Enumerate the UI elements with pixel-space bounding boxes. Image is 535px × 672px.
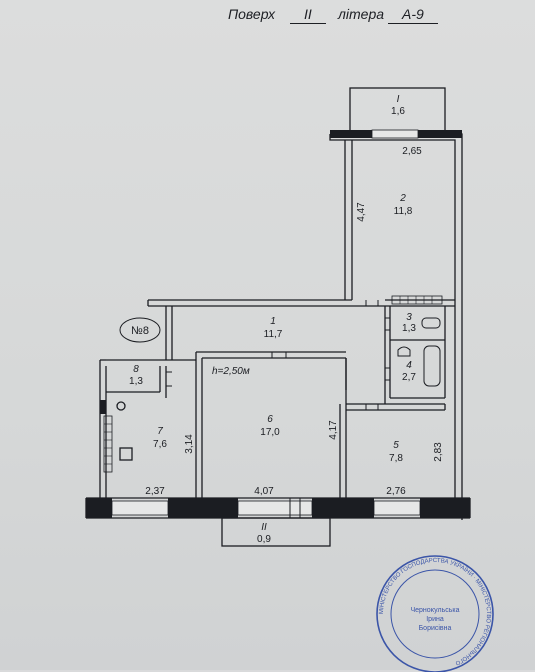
radiator-top xyxy=(391,295,443,305)
dimension-balcony-width: 2,65 xyxy=(402,146,422,157)
dimension-room7-width: 2,37 xyxy=(145,486,165,497)
stamp-line-3: Борисівна xyxy=(419,624,452,632)
floor-value: II xyxy=(290,6,326,24)
official-stamp: МІНІСТЕРСТВО ГОСПОДАРСТВА УКРАЇНИ · МІНІ… xyxy=(376,555,494,672)
room-area-6: 17,0 xyxy=(260,427,280,438)
dimension-room7-length: 3,14 xyxy=(184,434,195,454)
letter-value: А-9 xyxy=(388,6,438,24)
room-number-1: 1 xyxy=(270,316,276,327)
room-area-3: 1,3 xyxy=(402,323,416,334)
room-number-8: 8 xyxy=(133,364,139,375)
letter-label: літера xyxy=(338,6,385,22)
room-number-5: 5 xyxy=(393,440,399,451)
floor-label: Поверх xyxy=(228,6,276,22)
dimension-room5-length: 2,83 xyxy=(433,442,444,462)
dimension-room6-length: 4,17 xyxy=(328,420,339,440)
dimension-room6-width: 4,07 xyxy=(254,486,274,497)
room-number-balcony-ii: II xyxy=(261,522,267,533)
dimension-room2-length: 4,47 xyxy=(356,202,367,222)
room-number-3: 3 xyxy=(406,312,412,323)
room-number-4: 4 xyxy=(406,360,412,371)
bathtub-icon xyxy=(423,345,441,387)
room-area-7: 7,6 xyxy=(153,439,167,450)
room-area-5: 7,8 xyxy=(389,453,403,464)
apartment-number: №8 xyxy=(131,325,149,337)
room-area-4: 2,7 xyxy=(402,372,416,383)
dimension-room5-width: 2,76 xyxy=(386,486,406,497)
stamp-line-1: Черноκульська xyxy=(410,607,459,614)
plan-header: Поверх II літера А-9 xyxy=(0,6,535,30)
balcony-ii-outline xyxy=(221,517,331,547)
room-area-balcony-ii: 0,9 xyxy=(257,534,271,545)
radiator-left xyxy=(103,415,113,473)
room-number-6: 6 xyxy=(267,414,273,425)
room-number-balcony-i: I xyxy=(397,94,400,105)
toilet-icon xyxy=(397,346,411,357)
room-number-7: 7 xyxy=(157,426,163,437)
room-number-2: 2 xyxy=(399,193,406,204)
room-area-8: 1,3 xyxy=(129,376,143,387)
apartment-number-ellipse xyxy=(119,317,161,343)
room-area-1: 11,7 xyxy=(264,329,283,340)
room-area-balcony-i: 1,6 xyxy=(391,106,405,117)
stamp-line-2: Ірина xyxy=(426,616,444,623)
sink-icon xyxy=(421,317,441,329)
room-area-2: 11,8 xyxy=(394,206,413,217)
ceiling-height: h=2,50м xyxy=(212,366,250,377)
